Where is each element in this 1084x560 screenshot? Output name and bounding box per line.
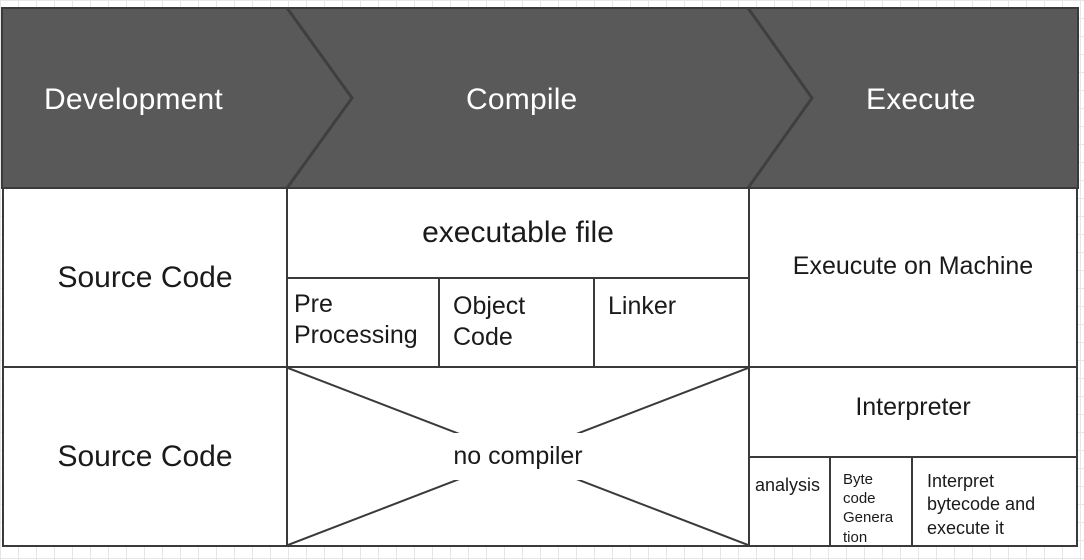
row2-source-code: Source Code	[57, 439, 233, 473]
step-object-code: Object Code	[438, 277, 595, 368]
row1-compile-title-cell: executable file	[286, 187, 750, 279]
stage-band-background	[1, 7, 1079, 189]
step-linker: Linker	[593, 277, 750, 368]
chevron-divider-2	[746, 7, 814, 189]
no-compiler-cell: no compiler	[286, 366, 750, 547]
step-bytecode-generation: Byte code Genera tion	[829, 456, 913, 547]
stage-execute-label: Execute	[866, 83, 976, 116]
stage-header: Development Compile Execute	[0, 0, 1084, 190]
interpreter-label: Interpreter	[855, 393, 971, 421]
step-analysis: analysis	[748, 456, 831, 547]
execute-on-machine-label: Exeucute on Machine	[792, 252, 1034, 280]
stage-compile-label: Compile	[466, 83, 578, 116]
chevron-divider-1	[285, 7, 354, 189]
executable-file-label: executable file	[422, 216, 614, 250]
stage-header-shape	[1, 7, 1079, 189]
step-pre-processing: Pre Processing	[286, 277, 440, 368]
row1-source-code: Source Code	[57, 260, 233, 294]
row2-development-cell: Source Code	[2, 366, 288, 547]
row1-execute-cell: Exeucute on Machine	[748, 187, 1078, 368]
step-interpret-bytecode: Interpret bytecode and execute it	[911, 456, 1078, 547]
stage-development-label: Development	[44, 83, 223, 116]
row1-development-cell: Source Code	[2, 187, 288, 368]
interpreter-title-cell: Interpreter	[748, 366, 1078, 458]
no-compiler-label: no compiler	[439, 432, 597, 481]
